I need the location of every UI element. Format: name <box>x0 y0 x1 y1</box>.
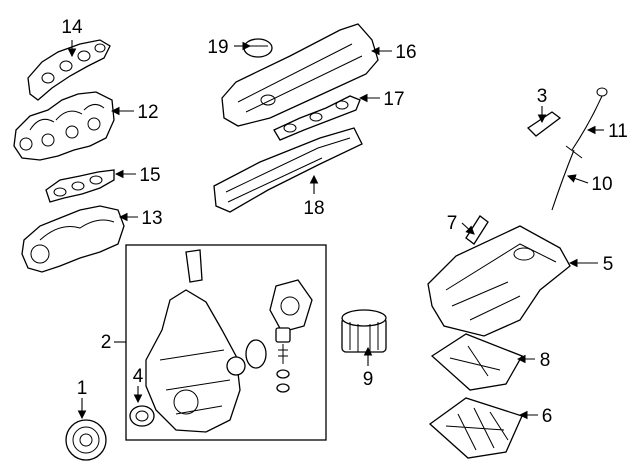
oil-dipstick <box>571 87 608 151</box>
callout-7: 7 <box>447 213 458 234</box>
callout-12: 12 <box>137 102 158 123</box>
callout-11: 11 <box>608 121 628 142</box>
front-crank-seal <box>129 405 155 427</box>
callout-18: 18 <box>303 198 324 219</box>
lower-oil-pan <box>428 397 523 459</box>
callout-16: 16 <box>395 42 416 63</box>
callout-14: 14 <box>61 17 83 38</box>
callout-10: 10 <box>591 174 612 195</box>
timing-cover-box <box>125 244 327 441</box>
callout-13: 13 <box>141 208 162 229</box>
callout-17: 17 <box>383 89 404 110</box>
callout-15: 15 <box>139 165 160 186</box>
callout-6: 6 <box>542 406 553 427</box>
crankshaft-pulley <box>65 419 107 461</box>
exhaust-manifold-gasket <box>27 39 111 101</box>
spark-plug-seals <box>273 95 361 141</box>
sealant-tube <box>465 215 489 245</box>
callout-1: 1 <box>77 378 88 399</box>
exhaust-manifold <box>13 91 115 161</box>
valve-cover-gasket <box>213 127 363 213</box>
dipstick-tube <box>551 145 583 211</box>
oil-pan-baffle <box>430 333 523 391</box>
callout-2: 2 <box>101 332 112 353</box>
valve-cover <box>221 23 379 127</box>
callout-4: 4 <box>133 366 144 387</box>
callout-8: 8 <box>540 350 551 371</box>
dipstick-tube-insert <box>526 111 562 137</box>
upper-oil-pan <box>427 225 571 337</box>
callout-3: 3 <box>537 86 548 107</box>
leader-lines <box>67 40 604 420</box>
callout-5: 5 <box>603 254 614 275</box>
callout-numbers: 1 2 3 4 5 6 7 8 9 10 11 12 13 14 15 16 1… <box>61 17 627 427</box>
oil-filter <box>341 309 387 353</box>
oil-filler-cap <box>243 38 273 58</box>
callout-9: 9 <box>363 369 374 390</box>
intake-manifold-gasket <box>45 169 115 203</box>
intake-manifold <box>21 205 125 273</box>
callout-19: 19 <box>207 37 228 58</box>
